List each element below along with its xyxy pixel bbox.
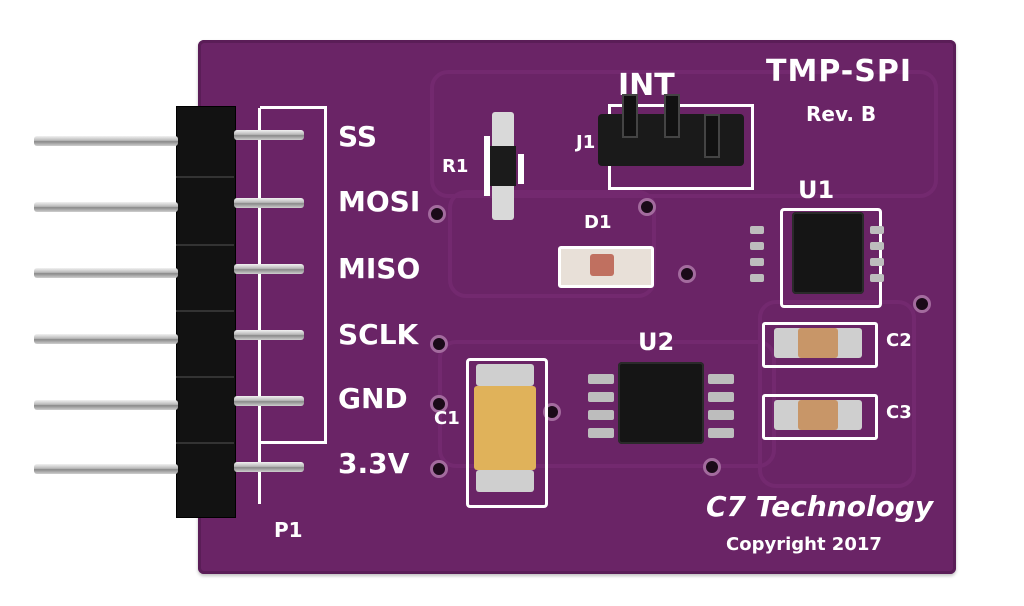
u1-label: U1	[798, 176, 835, 204]
via	[703, 458, 721, 476]
via	[678, 265, 696, 283]
via	[638, 198, 656, 216]
pcb-board: SS MOSI MISO SCLK GND 3.3V P1 TMP-SPI Re…	[198, 40, 956, 574]
header-pin	[234, 330, 304, 340]
pin-label-gnd: GND	[338, 382, 408, 415]
ic-pin	[750, 258, 764, 266]
via	[430, 395, 448, 413]
resistor-outline	[484, 136, 490, 196]
trace	[448, 190, 656, 298]
led-d1-lens	[590, 254, 614, 276]
pin-label-miso: MISO	[338, 252, 421, 285]
ic-pin	[588, 410, 614, 420]
pin-header	[176, 106, 236, 518]
header-pin	[234, 462, 304, 472]
ic-pin	[870, 242, 884, 250]
jumper-pin	[704, 114, 720, 158]
header-pin	[234, 198, 304, 208]
c1-pad-top	[476, 364, 534, 386]
capacitor-c3-body	[798, 400, 838, 430]
jumper-pin	[622, 94, 638, 138]
ic-pin	[588, 374, 614, 384]
header-divider	[176, 310, 234, 312]
ic-pin	[750, 226, 764, 234]
ic-pin	[708, 410, 734, 420]
header-divider	[176, 176, 234, 178]
resistor-outline	[518, 154, 524, 184]
c3-outline	[762, 394, 878, 440]
ic-u2	[618, 362, 704, 444]
u2-label: U2	[638, 328, 675, 356]
header-outline-inner	[258, 108, 261, 504]
header-pin	[34, 136, 178, 146]
ic-pin	[708, 374, 734, 384]
via	[428, 205, 446, 223]
header-pin	[234, 264, 304, 274]
header-pin	[34, 202, 178, 212]
copyright: Copyright 2017	[726, 534, 882, 555]
ic-pin	[750, 274, 764, 282]
ic-pin	[870, 274, 884, 282]
header-pin	[34, 334, 178, 344]
ic-u1	[792, 212, 864, 294]
capacitor-c1	[474, 386, 536, 470]
capacitor-c2-body	[798, 328, 838, 358]
via	[430, 460, 448, 478]
ic-pin	[870, 258, 884, 266]
ic-pin	[870, 226, 884, 234]
c1-outline	[466, 358, 548, 508]
header-outline	[260, 106, 327, 444]
d1-label: D1	[584, 212, 612, 233]
pin-label-sclk: SCLK	[338, 318, 419, 351]
c2-outline	[762, 322, 878, 368]
pin-label-ss: SS	[338, 120, 378, 153]
via	[430, 335, 448, 353]
header-divider	[176, 442, 234, 444]
via	[913, 295, 931, 313]
c2-label: C2	[886, 330, 912, 351]
board-title: TMP-SPI	[766, 54, 912, 89]
ic-pin	[588, 428, 614, 438]
header-pin	[34, 464, 178, 474]
c1-label: C1	[434, 408, 460, 429]
header-pin	[34, 400, 178, 410]
jumper-ref: J1	[576, 132, 596, 153]
trace	[430, 70, 938, 198]
ic-pin	[708, 428, 734, 438]
ic-pin	[588, 392, 614, 402]
header-divider	[176, 376, 234, 378]
header-pin	[234, 396, 304, 406]
c1-pad-bottom	[476, 470, 534, 492]
pin-label-3v3: 3.3V	[338, 447, 410, 480]
header-pin	[234, 130, 304, 140]
c3-label: C3	[886, 402, 912, 423]
resistor-r1-body	[490, 146, 516, 186]
ic-pin	[708, 392, 734, 402]
r1-label: R1	[442, 156, 469, 177]
manufacturer: C7 Technology	[706, 490, 934, 523]
ic-pin	[750, 242, 764, 250]
connector-label: P1	[274, 518, 303, 542]
header-pin	[34, 268, 178, 278]
header-divider	[176, 244, 234, 246]
trace	[758, 300, 916, 488]
board-revision: Rev. B	[806, 102, 877, 126]
pin-label-mosi: MOSI	[338, 185, 421, 218]
jumper-pin	[664, 94, 680, 138]
